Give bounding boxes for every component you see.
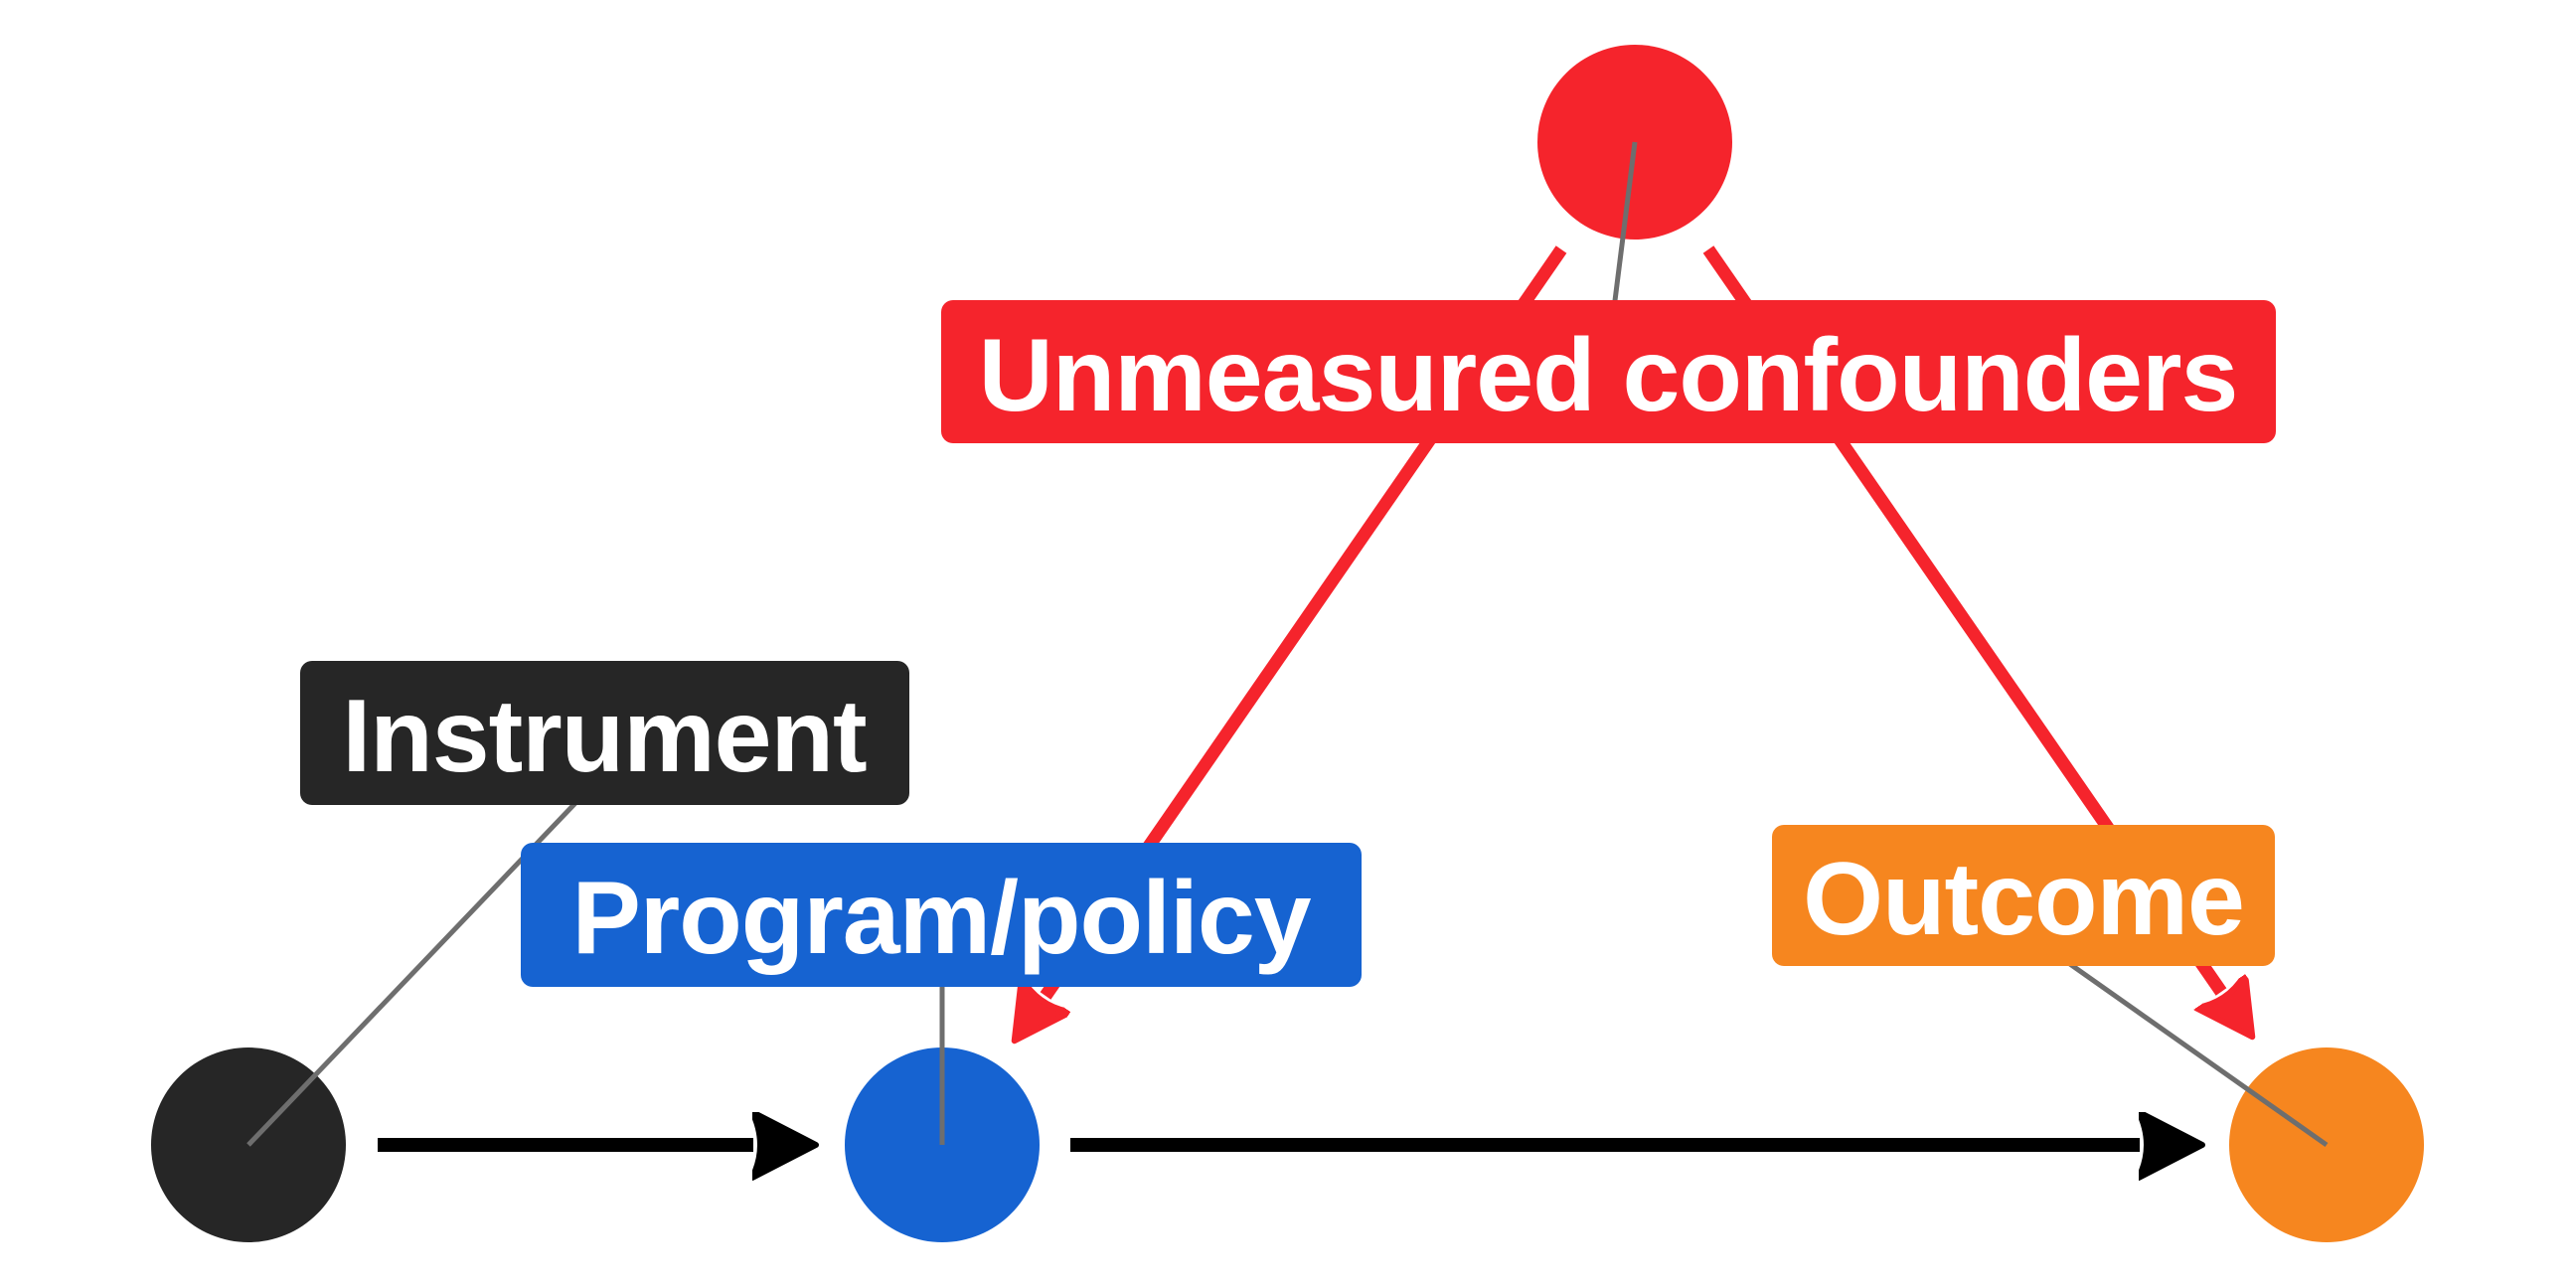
label-confounders: Unmeasured confounders [941,300,2276,443]
label-program: Program/policy [521,843,1362,987]
label-program-box [521,843,1362,987]
label-outcome-text: Outcome [1803,842,2244,957]
label-instrument-text: Instrument [342,679,867,794]
label-program-text: Program/policy [571,861,1311,976]
label-instrument: Instrument [300,661,909,805]
label-confounders-box [941,300,2276,443]
label-confounders-text: Unmeasured confounders [979,318,2238,433]
label-outcome: Outcome [1772,825,2275,966]
label-outcome-box [1772,825,2275,966]
label-instrument-box [300,661,909,805]
